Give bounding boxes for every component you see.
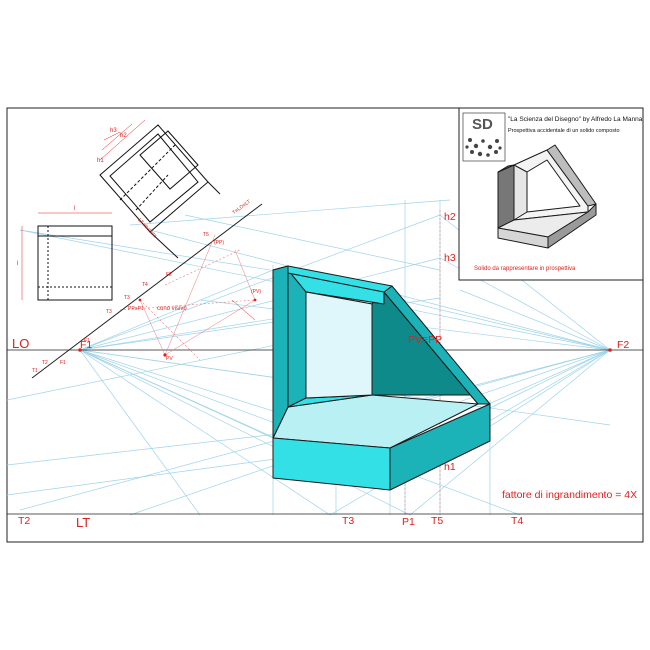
picture-plane-trace	[31, 203, 263, 379]
visual-cone	[139, 234, 256, 356]
small-label-t3b: T3	[106, 309, 112, 315]
solid-frame-left-edge	[272, 265, 289, 439]
logo-text: SD	[472, 116, 493, 133]
label-h3: h3	[444, 252, 456, 264]
label-f2: F2	[617, 339, 630, 351]
perspective-solid	[272, 265, 491, 491]
solid-front-face	[272, 437, 391, 491]
logo-mark	[462, 112, 506, 162]
solid-opening	[305, 291, 373, 399]
small-label-t2: T2	[42, 360, 48, 366]
small-label-t3: T3	[124, 295, 130, 301]
small-label-t5: T5	[203, 232, 209, 238]
small-label-h2: h2	[120, 133, 127, 139]
small-label-f2: F2	[166, 272, 172, 278]
small-label-h3: h3	[110, 128, 117, 134]
label-lt: LT	[76, 515, 91, 530]
label-t3: T3	[342, 515, 355, 527]
small-label-t4: T4	[142, 282, 148, 288]
small-label-pp: (PP)	[214, 240, 224, 246]
label-factor: fattore di ingrandimento = 4X	[502, 489, 638, 501]
label-lo: LO	[12, 336, 30, 351]
label-h1: h1	[444, 461, 456, 473]
label-h2: h2	[444, 211, 456, 223]
label-p1: P1	[402, 516, 415, 528]
reference-solid	[497, 144, 597, 249]
title-block-caption: Solido da rappresentare in prospettiva	[474, 266, 576, 272]
small-label-l-top: l	[74, 206, 76, 212]
orthographic-views	[37, 124, 221, 301]
small-label-l-side: l	[17, 261, 19, 267]
small-label-pp-p1: PP≡P1	[128, 306, 144, 312]
label-t5: T5	[431, 515, 444, 527]
small-label-t1: T1	[32, 368, 38, 374]
construction-points	[78, 298, 612, 357]
small-label-f1: F1	[84, 338, 90, 344]
solid-frame-thickness	[287, 269, 307, 408]
label-t4: T4	[511, 515, 524, 527]
label-t2: T2	[18, 515, 31, 527]
small-label-cono-visivo: cono visivo	[157, 306, 187, 312]
label-pv-pp: PV≡PP	[408, 334, 443, 346]
title-block-subtitle: Prospettiva accidentale di un solido com…	[508, 128, 620, 134]
small-label-f1b: F1	[60, 360, 66, 366]
small-label-pv-paren: (PV)	[251, 289, 261, 295]
small-label-pv: PV	[166, 356, 173, 362]
title-block-title: "La Scienza del Disegno" by Alfredo La M…	[508, 116, 643, 123]
small-label-h1: h1	[97, 158, 104, 164]
label-f1: F1	[80, 339, 93, 351]
dimension-lines	[21, 119, 256, 321]
